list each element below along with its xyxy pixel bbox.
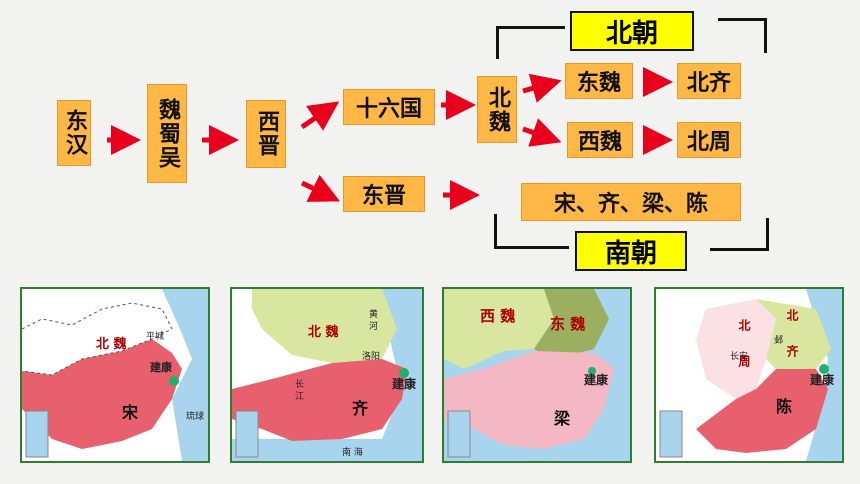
map-qi-river2: 长 江: [293, 379, 303, 400]
map-song-capital: 建康: [150, 361, 172, 374]
map-qi-river: 黄 河: [367, 309, 377, 330]
map-qi-capital: 建康: [392, 377, 417, 391]
box-beiwei: 北魏: [477, 76, 517, 143]
label-beiqi: 北齐: [686, 71, 731, 96]
map-liang-capital: 建康: [584, 373, 609, 387]
box-xiwei: 西魏: [567, 122, 633, 158]
label-xiwei: 西魏: [577, 130, 622, 155]
arrow-6: [522, 73, 562, 103]
bracket-bottom-left: [494, 214, 569, 249]
box-dongwei: 东魏: [565, 63, 633, 99]
label-beizhou: 北周: [686, 130, 731, 155]
map-liang: 西 魏 东 魏 建康 梁: [442, 287, 632, 463]
label-beichao: 北朝: [605, 18, 658, 49]
arrow-4: [300, 174, 341, 202]
map-liang-west: 西 魏: [480, 307, 516, 325]
label-shiliuguo: 十六国: [355, 97, 422, 122]
box-nanchao: 南朝: [575, 231, 687, 271]
box-shiliuguo: 十六国: [343, 89, 435, 125]
bracket-top-left: [496, 26, 565, 59]
bracket-top-right: [718, 18, 767, 53]
map-song-city2: 平城: [146, 332, 165, 342]
map-chen-city3: 邺: [774, 336, 784, 346]
map-qi: 北 魏 黄 河 洛阳 建康 长 江 齐 南 海: [230, 287, 424, 463]
label-dongjin: 东晋: [361, 184, 406, 209]
box-donghan: 东汉: [57, 100, 91, 166]
map-chen-west: 北 周: [737, 319, 751, 378]
map-chen: 北 周 北 齐 邺 长安 建康 陈: [654, 287, 844, 463]
map-liang-main: 梁: [554, 409, 571, 428]
map-qi-north: 北 魏: [308, 325, 339, 340]
label-donghan: 东汉: [62, 109, 87, 157]
box-song-qi-liang-chen: 宋、齐、梁、陈: [521, 183, 741, 221]
map-song-small: 琉球: [186, 412, 205, 422]
box-weishuwu: 魏蜀吴: [147, 84, 187, 183]
box-dongjin: 东晋: [343, 176, 425, 212]
label-xijin: 西晋: [254, 110, 279, 158]
label-dongwei: 东魏: [576, 71, 621, 96]
bracket-bottom-right: [710, 218, 769, 251]
map-liang-east: 东 魏: [550, 315, 586, 333]
map-qi-city2: 洛阳: [362, 352, 381, 362]
box-beichao: 北朝: [570, 11, 694, 51]
map-chen-capital: 建康: [810, 373, 835, 387]
arrow-7: [522, 118, 562, 147]
map-qi-main: 齐: [352, 399, 369, 418]
box-beizhou: 北周: [677, 122, 741, 158]
map-chen-city2: 长安: [730, 352, 749, 362]
box-xijin: 西晋: [246, 100, 286, 168]
map-song: 北 魏 平城 建康 宋 琉球: [20, 287, 210, 463]
arrow-3: [300, 101, 340, 131]
map-chen-main: 陈: [776, 397, 793, 416]
map-song-main: 宋: [122, 403, 139, 422]
map-chen-east: 北 齐: [785, 309, 799, 368]
map-qi-sea: 南 海: [342, 448, 363, 458]
box-beiqi: 北齐: [677, 63, 741, 99]
map-song-north: 北 魏: [96, 337, 127, 352]
label-weishuwu: 魏蜀吴: [155, 97, 180, 170]
label-song-qi-liang-chen: 宋、齐、梁、陈: [553, 192, 708, 217]
label-beiwei: 北魏: [485, 85, 510, 134]
label-nanchao: 南朝: [604, 238, 657, 269]
